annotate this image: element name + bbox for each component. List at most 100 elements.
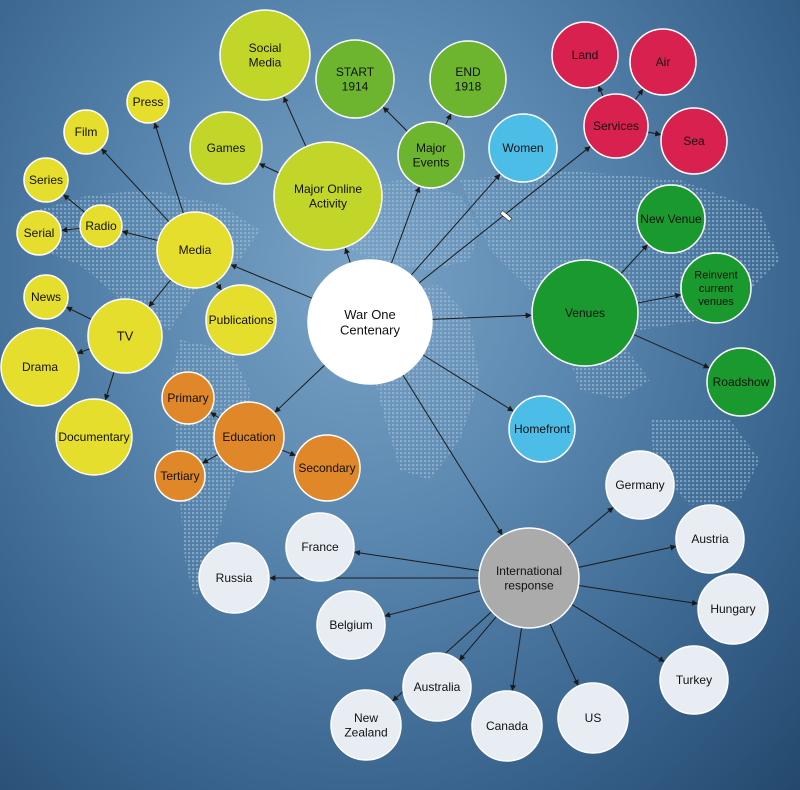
node-austria: Austria [675, 504, 745, 574]
node-circle [156, 211, 234, 289]
node-label: Services [593, 119, 639, 133]
node-label: Activity [309, 196, 347, 210]
node-label: Centenary [340, 322, 400, 337]
node-circle [23, 274, 69, 320]
node-circle [315, 39, 395, 119]
node-label: 1918 [455, 79, 482, 93]
edge-center-to-education [274, 364, 326, 413]
node-label: Belgium [329, 618, 372, 632]
node-circle [154, 450, 206, 502]
node-circle [471, 690, 543, 762]
edge-international_response-to-belgium [384, 590, 481, 618]
node-circle [16, 210, 62, 256]
node-sea: Sea [660, 107, 728, 175]
node-circle [126, 80, 170, 124]
node-games: Games [189, 111, 263, 185]
node-circle [629, 28, 697, 96]
node-label: Russia [216, 571, 253, 585]
node-circle [87, 298, 163, 374]
node-label: Zealand [344, 725, 387, 739]
edge-center-to-media [230, 264, 313, 299]
node-label: Canada [486, 719, 528, 733]
node-film: Film [63, 109, 109, 155]
edge-center-to-women [410, 173, 501, 276]
edge-international_response-to-austria [577, 544, 677, 568]
node-circle [488, 113, 558, 183]
node-circle [557, 682, 629, 754]
node-label: Media [249, 55, 282, 69]
node-primary: Primary [161, 371, 215, 425]
node-label: Film [75, 125, 98, 139]
edge-marker [499, 210, 513, 222]
node-label: Germany [615, 478, 664, 492]
node-label: US [585, 711, 602, 725]
node-label: Social [249, 41, 282, 55]
node-label: News [31, 290, 61, 304]
edge-services-to-sea [647, 130, 662, 137]
node-label: 1914 [342, 79, 369, 93]
edge-center-to-international_response [402, 374, 503, 536]
node-venues: Venues [531, 259, 639, 367]
node-press: Press [126, 80, 170, 124]
edge-center-to-venues [431, 312, 532, 320]
node-circle [706, 347, 776, 417]
edge-tv-to-documentary [104, 371, 115, 401]
node-tertiary: Tertiary [154, 450, 206, 502]
node-circle [660, 107, 728, 175]
node-label: Publications [209, 313, 274, 327]
node-circle [307, 259, 433, 385]
node-homefront: Homefront [508, 395, 576, 463]
node-secondary: Secondary [293, 434, 361, 502]
node-label: Major [416, 141, 446, 155]
node-label: France [301, 540, 339, 554]
node-label: Air [656, 55, 671, 69]
node-circle [675, 504, 745, 574]
edge-international_response-to-germany [567, 507, 614, 547]
edge-major_online_activity-to-social_media [283, 96, 307, 147]
node-series: Series [23, 157, 69, 203]
node-news: News [23, 274, 69, 320]
node-hungary: Hungary [697, 573, 769, 645]
edge-international_response-to-turkey [571, 603, 665, 663]
node-circle [285, 512, 355, 582]
node-roadshow: Roadshow [706, 347, 776, 417]
node-label: Media [179, 243, 212, 257]
node-services: Services [583, 93, 649, 159]
node-label: response [504, 578, 554, 592]
node-circle [161, 371, 215, 425]
node-label: START [336, 65, 375, 79]
edge-media-to-press [153, 122, 184, 214]
edge-venues-to-new_venue [620, 244, 648, 275]
node-circle [429, 40, 507, 118]
node-circle [397, 121, 465, 189]
edge-media-to-radio [121, 229, 159, 242]
edge-services-to-air [634, 88, 644, 101]
node-label: Women [502, 141, 543, 155]
node-turkey: Turkey [659, 645, 729, 715]
node-label: War One [344, 307, 396, 322]
node-circle [551, 21, 619, 89]
node-label: Serial [24, 226, 55, 240]
node-radio: Radio [79, 204, 123, 248]
node-label: Secondary [298, 461, 355, 475]
node-circle [23, 157, 69, 203]
node-circle [659, 645, 729, 715]
edge-venues-to-roadshow [633, 333, 710, 369]
node-label: International [496, 564, 562, 578]
node-circle [79, 204, 123, 248]
edge-international_response-to-france [354, 549, 480, 572]
node-publications: Publications [205, 284, 277, 356]
node-circle [189, 111, 263, 185]
edge-tv-to-drama [77, 348, 91, 355]
edge-international_response-to-us [549, 623, 579, 686]
node-circle [205, 284, 277, 356]
node-label: Series [29, 173, 63, 187]
node-label: Major Online [294, 182, 362, 196]
edge-education-to-tertiary [202, 453, 219, 464]
